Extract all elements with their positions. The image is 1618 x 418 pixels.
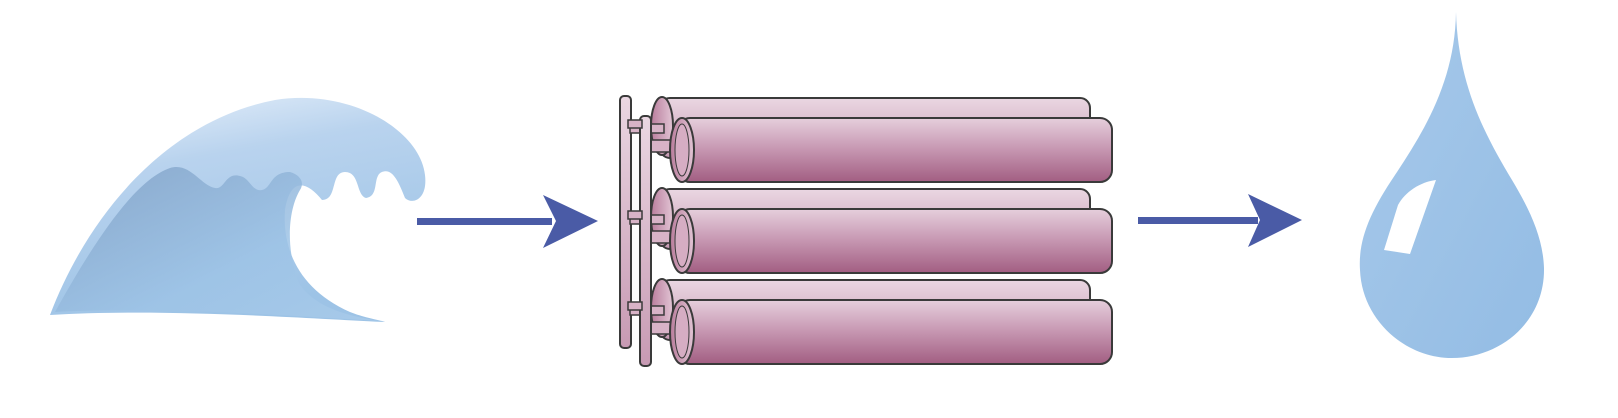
membrane-tube-front <box>677 117 1113 183</box>
arrow-wave-to-membranes <box>417 195 598 248</box>
tube-end-inner <box>674 305 690 359</box>
water-drop-icon <box>1359 12 1545 358</box>
manifold-coupling <box>627 210 643 220</box>
membrane-row <box>629 187 1113 274</box>
manifold-pipe-front <box>639 115 652 367</box>
membrane-row <box>629 278 1113 365</box>
wave-icon <box>50 97 426 322</box>
membrane-tube-front <box>677 299 1113 365</box>
tube-end-inner <box>674 214 690 268</box>
membrane-tube-front <box>677 208 1113 274</box>
arrow-membranes-to-drop <box>1138 194 1302 247</box>
membrane-tubes-icon <box>619 95 1113 367</box>
tube-end-inner <box>674 123 690 177</box>
manifold-coupling <box>627 301 643 311</box>
manifold-coupling <box>627 119 643 129</box>
membrane-row <box>629 96 1113 183</box>
